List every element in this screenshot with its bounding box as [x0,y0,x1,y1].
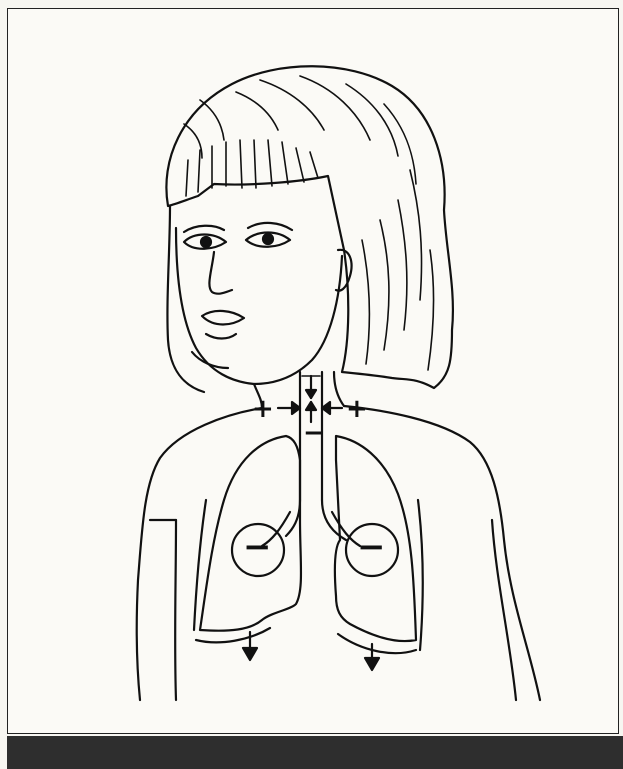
diaphragm-arrows [243,632,379,670]
atmospheric-plus-right: + [346,396,368,422]
right-lung-negative-sign: − [357,530,386,564]
neck-right [334,372,344,406]
atmospheric-plus-left: + [252,396,274,422]
hair-outline [166,66,453,388]
left-lung-negative-sign: − [243,530,272,564]
airway-arrows [278,376,342,422]
hair-strands [184,76,434,370]
airway-negative-sign: − [303,420,325,446]
mouth [202,311,244,325]
nose [209,252,232,294]
